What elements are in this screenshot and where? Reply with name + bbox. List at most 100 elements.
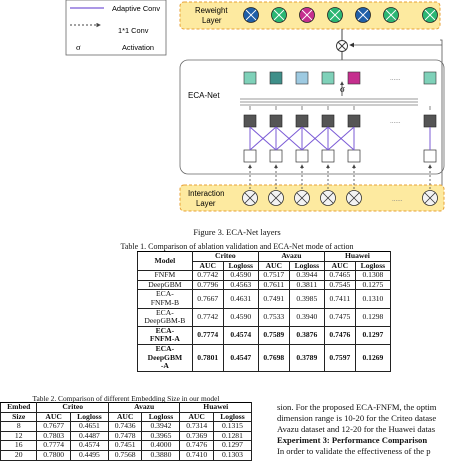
- interaction-layer: Interaction Layer: [179, 164, 445, 212]
- reweight-node: [243, 7, 259, 23]
- reweight-layer: Reweight Layer: [179, 1, 441, 30]
- value-cell: 0.3944: [288, 270, 325, 281]
- value-cell: 0.7475: [323, 307, 356, 327]
- adaptive-conv-edge: [327, 126, 355, 151]
- value-cell: 0.3811: [288, 279, 325, 291]
- interaction-node: [268, 190, 284, 206]
- dataset-header: Criteo: [191, 251, 259, 262]
- interaction-node: [346, 190, 362, 206]
- eca-net-diagram: Adaptive Conv 1*1 Conv σ Activation Rewe…: [65, 0, 445, 212]
- pooled-feature-square: [321, 114, 335, 128]
- value-cell: 0.7667: [191, 289, 224, 309]
- reweight-label-1: Reweight: [195, 6, 228, 15]
- model-name-line: ECA-: [155, 343, 175, 353]
- body-text: sion. For the proposed ECA-FNFM, the opt…: [277, 402, 474, 457]
- model-name-line: FNFM: [154, 270, 176, 280]
- interaction-node: [320, 190, 336, 206]
- interaction-node: [242, 190, 258, 206]
- skip-connection-line: [440, 39, 443, 193]
- value-cell: 0.7568: [107, 449, 143, 461]
- dataset-header: Criteo: [36, 402, 109, 413]
- value-cell: 0.7801: [191, 343, 224, 372]
- value-cell: 0.7545: [323, 279, 356, 291]
- interaction-label-1: Interaction: [188, 189, 224, 198]
- embedding-size-table: Embed Criteo Avazu Huawei Size AUC Loglo…: [0, 402, 253, 461]
- model-cell: ECA-DeepGBM-B: [137, 307, 193, 327]
- value-cell: 0.7314: [179, 421, 214, 432]
- model-name-line: DeepGBM: [148, 279, 182, 289]
- value-cell: 0.7533: [257, 307, 290, 327]
- legend-sigma: σ: [76, 42, 81, 52]
- dataset-header: Avazu: [257, 251, 325, 262]
- reweight-node: [299, 7, 315, 23]
- table2-caption: Table 2. Comparison of different Embeddi…: [32, 394, 220, 403]
- conv-output-square: [295, 149, 309, 163]
- value-cell: 0.4651: [69, 421, 109, 432]
- ablation-table: Model Criteo Avazu Huawei AUC Logloss AU…: [137, 250, 392, 372]
- pooled-feature-square: [269, 114, 283, 128]
- value-cell: 0.7491: [257, 289, 290, 309]
- conv-output-square: [423, 149, 437, 163]
- attention-weight-square: [423, 71, 437, 85]
- value-cell: 0.7517: [257, 270, 290, 281]
- value-cell: 0.1315: [212, 421, 253, 432]
- value-cell: 0.7476: [323, 325, 356, 345]
- reweight-node: [383, 7, 399, 23]
- model-name-line: ECA-: [156, 289, 174, 299]
- attention-weight-square: [347, 71, 361, 85]
- value-cell: 0.3880: [141, 449, 181, 461]
- value-cell: 0.7800: [36, 449, 71, 461]
- value-cell: 0.7597: [323, 343, 356, 372]
- adaptive-conv-edge: [301, 126, 329, 151]
- value-cell: 0.1275: [354, 279, 392, 291]
- dots-reweight: ......: [390, 14, 401, 22]
- value-cell: 0.7589: [257, 325, 290, 345]
- section-heading: Experiment 3: Performance Comparison: [277, 435, 428, 445]
- eca-net-panel: ECA-Net σ: [179, 59, 445, 175]
- body-line: Avazu dataset and 12-20 for the Huawei d…: [277, 424, 436, 434]
- model-name-line: DeepGBM: [147, 352, 183, 362]
- value-cell: 0.4563: [222, 279, 259, 291]
- interaction-node: [422, 190, 438, 206]
- value-cell: 0.3789: [288, 343, 325, 372]
- value-cell: 0.3985: [288, 289, 325, 309]
- attention-weight-square: [243, 71, 257, 85]
- dataset-header: Huawei: [323, 251, 392, 262]
- value-cell: 0.7796: [191, 279, 224, 291]
- value-cell: 0.7410: [179, 449, 214, 461]
- embed-header: Embed: [0, 402, 38, 413]
- model-header: Model: [137, 250, 193, 272]
- multiply-node: [336, 29, 348, 60]
- legend-adaptive: Adaptive Conv: [112, 4, 160, 13]
- sigma-label: σ: [340, 84, 345, 94]
- reweight-node: [355, 7, 371, 23]
- embed-size-cell: 20: [0, 449, 38, 461]
- value-cell: 0.4574: [222, 325, 259, 345]
- value-cell: 0.7742: [191, 307, 224, 327]
- pooled-feature-square: [295, 114, 309, 128]
- model-name-line: -A: [160, 361, 169, 371]
- dots-eca-top: ......: [390, 74, 401, 82]
- value-cell: 0.4547: [222, 343, 259, 372]
- model-name-line: ECA-: [155, 325, 175, 335]
- value-cell: 0.7611: [257, 279, 290, 291]
- pooled-feature-square: [423, 114, 437, 128]
- conv-output-square: [347, 149, 361, 163]
- value-cell: 0.1269: [354, 343, 392, 372]
- legend-activation: Activation: [122, 43, 154, 52]
- value-cell: 0.3942: [141, 421, 181, 432]
- value-cell: 0.7677: [36, 421, 71, 432]
- value-cell: 0.7436: [107, 421, 143, 432]
- model-cell: FNFM: [137, 270, 193, 281]
- value-cell: 0.3876: [288, 325, 325, 345]
- adaptive-conv-edge: [249, 126, 277, 151]
- dots-eca-mid: ......: [390, 117, 401, 125]
- conv-output-square: [269, 149, 283, 163]
- value-cell: 0.3940: [288, 307, 325, 327]
- attention-weight-square: [295, 71, 309, 85]
